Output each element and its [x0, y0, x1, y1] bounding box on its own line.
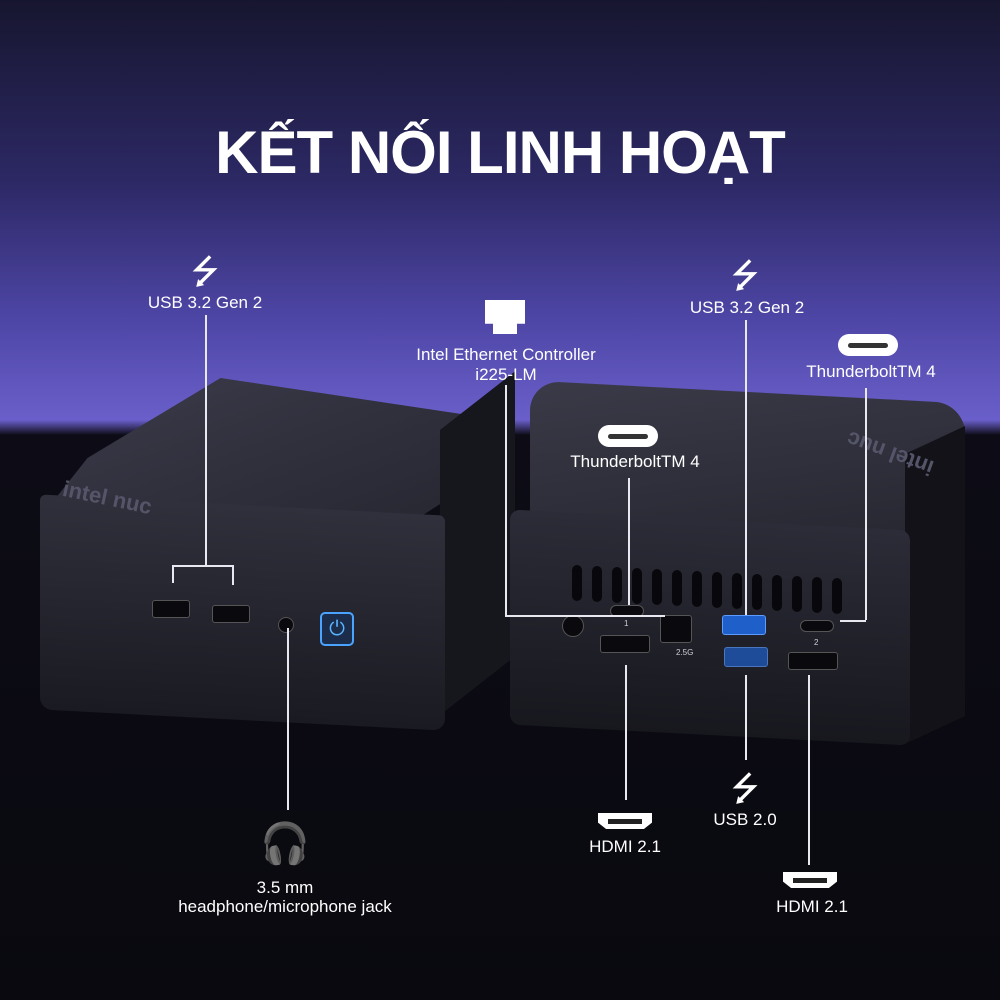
label-usb2: USB 2.0 — [713, 810, 777, 829]
thunderbolt-port-1 — [610, 605, 644, 617]
hdmi-icon — [783, 872, 837, 888]
usb-icon: ⭍ — [730, 257, 760, 295]
label-ethernet-line2: i225-LM — [475, 365, 537, 384]
usb-icon: ⭍ — [730, 770, 760, 808]
hdmi-port-1 — [600, 635, 650, 653]
hdmi-port-2 — [788, 652, 838, 670]
thunderbolt-port-2 — [800, 620, 834, 632]
dc-power-jack — [562, 615, 584, 637]
power-button: ⏻ — [320, 612, 354, 646]
label-headphone-line1: 3.5 mm — [256, 878, 314, 897]
label-ethernet-line1: Intel Ethernet Controller — [416, 345, 596, 364]
ethernet-port — [660, 615, 692, 643]
usb-port-front-2 — [212, 605, 250, 623]
headphone-icon: 🎧 — [260, 822, 310, 866]
ethernet-speed-label: 2.5G — [676, 648, 694, 657]
label-usb-rear: USB 3.2 Gen 2 — [689, 298, 805, 317]
headphone-jack — [278, 617, 294, 633]
usb-port-rear-2-0 — [724, 647, 768, 667]
label-hdmi-right: HDMI 2.1 — [776, 897, 848, 916]
usb-port-rear-3-2 — [722, 615, 766, 635]
label-thunderbolt-right: ThunderboltTM 4 — [806, 362, 936, 381]
thunderbolt-icon — [838, 334, 898, 356]
thunderbolt-icon — [598, 425, 658, 447]
hdmi-icon — [598, 813, 652, 829]
port-number-1: 1 — [624, 619, 629, 628]
page-title: KẾT NỐI LINH HOẠT — [215, 119, 786, 186]
ethernet-icon — [485, 300, 525, 334]
label-usb-front: USB 3.2 Gen 2 — [147, 293, 263, 312]
label-hdmi-left: HDMI 2.1 — [589, 837, 661, 856]
label-thunderbolt-center: ThunderboltTM 4 — [570, 452, 700, 471]
label-headphone-line2: headphone/microphone jack — [178, 897, 392, 916]
usb-port-front-1 — [152, 600, 190, 618]
usb-icon: ⭍ — [190, 253, 220, 291]
port-number-2: 2 — [814, 638, 819, 647]
